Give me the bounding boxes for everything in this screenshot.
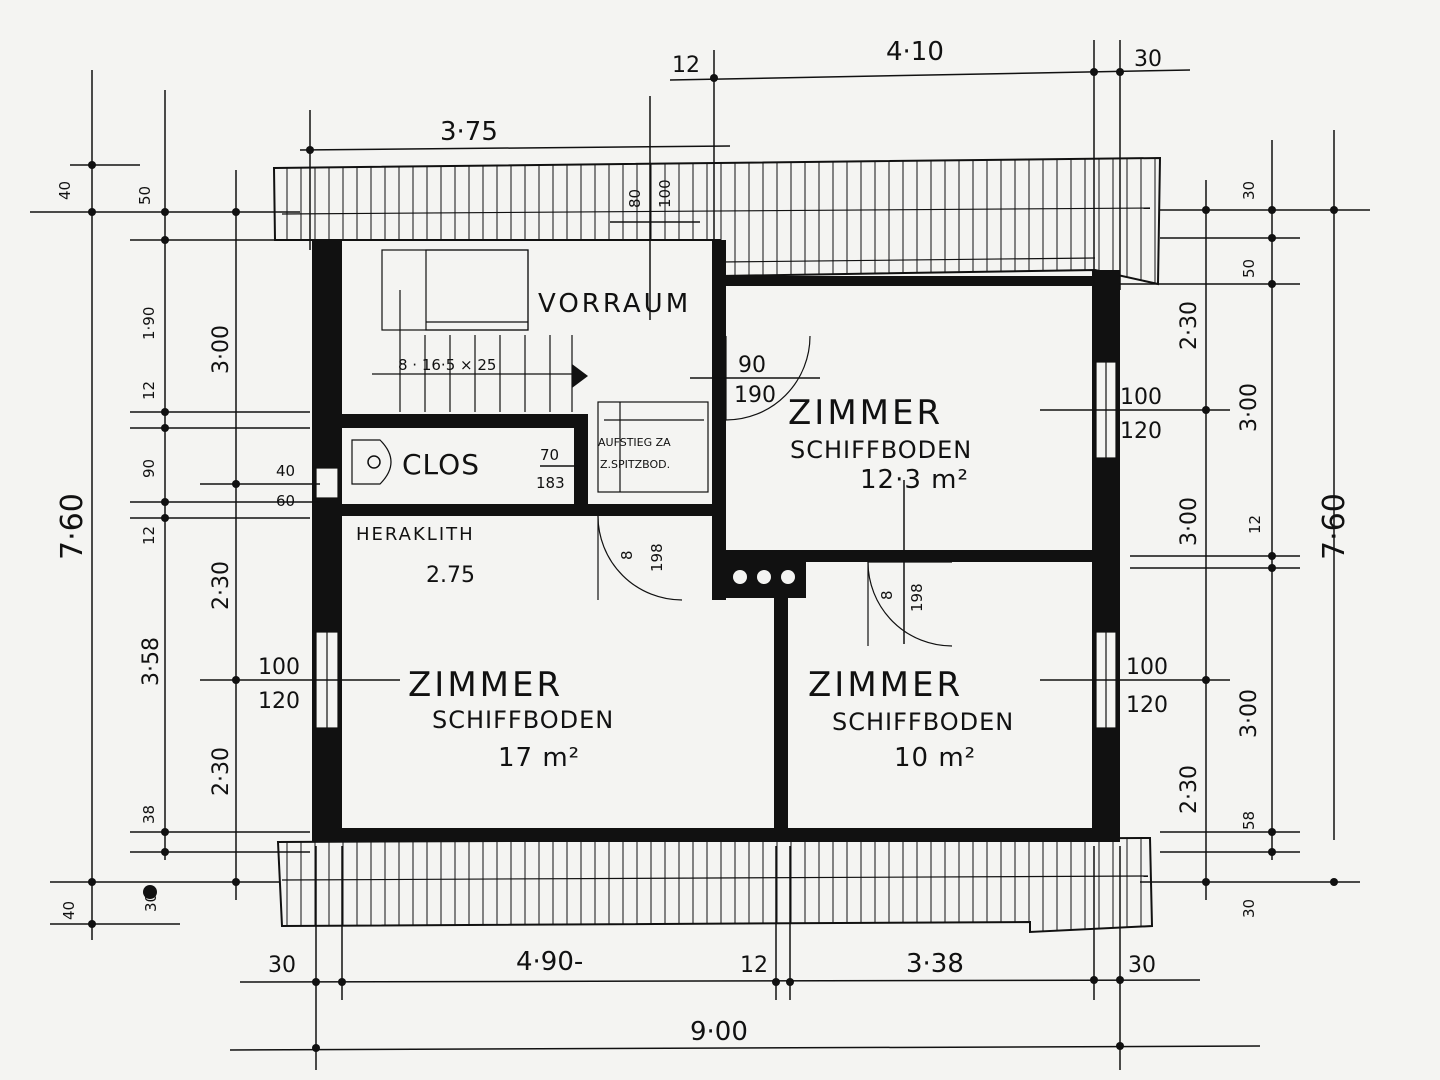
dim-bottom-490: 4·90-: [516, 947, 583, 977]
room-label-zimmer-1: ZIMMER: [788, 393, 943, 433]
dim-right-300b: 3·00: [1177, 497, 1202, 546]
dim-window-l2-a: 100: [258, 655, 300, 680]
dim-bottom-12: 12: [740, 953, 768, 978]
dim-door-b2: 198: [908, 583, 926, 612]
dim-top-375: 3·75: [440, 117, 498, 147]
dim-bottom-30b: 30: [1128, 953, 1156, 978]
dim-window-r2-a: 100: [1126, 655, 1168, 680]
dim-window-l1-a: 40: [276, 462, 295, 480]
dim-top-12: 12: [672, 53, 700, 78]
dim-left-358: 3·58: [139, 637, 164, 686]
dim-door-a2: 198: [648, 543, 666, 572]
dim-left-230a: 2·30: [209, 561, 234, 610]
dim-right-300c: 3·00: [1237, 689, 1262, 738]
dim-top-30: 30: [1134, 47, 1162, 72]
bottom-eave-band: [276, 836, 1154, 934]
dim-door-b1: 8: [878, 590, 896, 600]
dim-v-80: 80: [626, 189, 644, 208]
dim-left-30: 30: [142, 893, 160, 912]
room-area-zimmer-2: 17 m²: [498, 743, 580, 773]
room-floor-zimmer-3: SCHIFFBODEN: [832, 708, 1014, 736]
dim-left-760: 7·60: [55, 493, 90, 560]
dim-v-100: 100: [656, 179, 674, 208]
dim-clos-183: 183: [536, 474, 565, 492]
room-area-zimmer-3: 10 m²: [894, 743, 976, 773]
dim-window-r1-b: 120: [1120, 419, 1162, 444]
dim-door-190: 190: [734, 383, 776, 408]
room-label-zimmer-3: ZIMMER: [808, 665, 963, 705]
dim-left-300: 3·00: [209, 325, 234, 374]
dim-bottom-900: 9·00: [690, 1017, 748, 1047]
dim-bottom-30a: 30: [268, 953, 296, 978]
dim-window-r2-b: 120: [1126, 693, 1168, 718]
dim-window-r1-a: 100: [1120, 385, 1162, 410]
dim-left-40a: 40: [56, 181, 74, 200]
dim-left-230b: 2·30: [209, 747, 234, 796]
room-label-zimmer-2: ZIMMER: [408, 665, 563, 705]
dim-left-40b: 40: [60, 901, 78, 920]
dim-right-760: 7·60: [1317, 493, 1352, 560]
room-label-clos: CLOS: [402, 448, 480, 481]
dimension-lines: [30, 40, 1370, 1070]
staircase: [372, 249, 588, 412]
dim-left-38: 38: [140, 805, 158, 824]
dim-right-58: 58: [1240, 811, 1258, 830]
room-floor-zimmer-2: SCHIFFBODEN: [432, 706, 614, 734]
label-aufstieg-2: Z.SPITZBOD.: [600, 458, 670, 471]
dim-right-30a: 30: [1240, 181, 1258, 200]
dim-left-190: 1·90: [140, 307, 158, 340]
dim-door-90: 90: [738, 353, 766, 378]
dim-left-12b: 12: [140, 526, 158, 545]
label-stairs-spec: 8 · 16·5 × 25: [398, 356, 496, 374]
attic-access: [597, 401, 709, 493]
dim-right-50: 50: [1240, 259, 1258, 278]
dim-top-410: 4·10: [886, 37, 944, 67]
label-heraklith: HERAKLITH: [356, 524, 475, 545]
dim-right-30b: 30: [1240, 899, 1258, 918]
dim-left-90: 90: [140, 459, 158, 478]
label-heraklith-length: 2.75: [426, 563, 475, 588]
chimney-flues: [733, 570, 795, 584]
dim-clos-70: 70: [540, 446, 559, 464]
dim-right-230a: 2·30: [1177, 301, 1202, 350]
dim-right-300a: 3·00: [1237, 383, 1262, 432]
room-area-zimmer-1: 12·3 m²: [860, 465, 969, 495]
dim-left-12a: 12: [140, 381, 158, 400]
dimension-ticks: [88, 68, 1338, 1052]
dim-left-50: 50: [136, 186, 154, 205]
dim-right-230b: 2·30: [1177, 765, 1202, 814]
top-eave-band: [272, 156, 1162, 286]
room-floor-zimmer-1: SCHIFFBODEN: [790, 436, 972, 464]
dim-right-12: 12: [1246, 515, 1264, 534]
walls: [312, 240, 1120, 842]
label-aufstieg-1: AUFSTIEG ZA: [598, 436, 671, 449]
dim-door-a1: 8: [618, 550, 636, 560]
room-label-vorraum: VORRAUM: [538, 289, 691, 319]
dim-window-l1-b: 60: [276, 492, 295, 510]
dim-window-l2-b: 120: [258, 689, 300, 714]
toilet-symbol: [351, 439, 392, 485]
dim-bottom-338: 3·38: [906, 949, 964, 979]
